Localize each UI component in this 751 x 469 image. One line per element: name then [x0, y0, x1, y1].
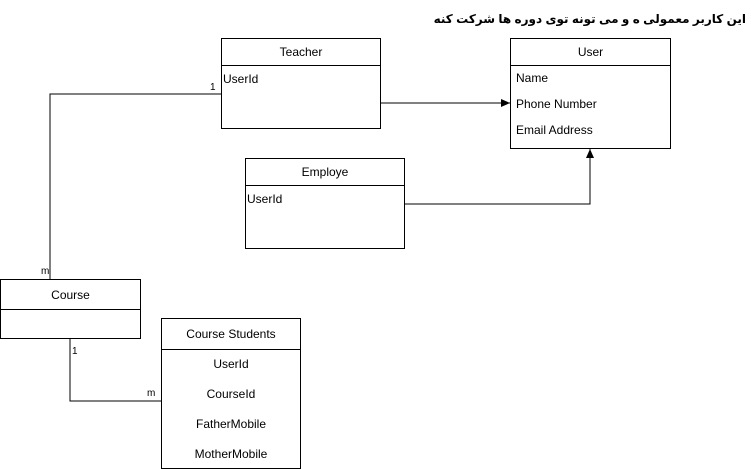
- teacher-course-relation-line: [49, 93, 221, 279]
- employe-title: Employe: [246, 159, 404, 186]
- course-students-title: Course Students: [162, 319, 300, 350]
- course-title: Course: [1, 280, 140, 310]
- course-students-entity[interactable]: Course Students UserId CourseId FatherMo…: [161, 318, 301, 469]
- user-field-name: Name: [516, 71, 549, 85]
- course-students-field-mothermobile: MotherMobile: [194, 447, 268, 461]
- course-students-relation-line: [69, 339, 161, 402]
- cardinality-course-end-1: 1: [72, 346, 78, 357]
- teacher-title: Teacher: [222, 39, 380, 66]
- teacher-entity[interactable]: Teacher UserId: [221, 38, 381, 129]
- course-students-field-fathermobile: FatherMobile: [195, 417, 267, 431]
- teacher-field-userid: UserId: [223, 72, 259, 86]
- user-entity[interactable]: User Name Phone Number Email Address: [510, 38, 671, 149]
- user-field-phone-number: Phone Number: [516, 97, 597, 111]
- employe-entity[interactable]: Employe UserId: [245, 158, 405, 249]
- user-note: این کاربر معمولی ه و می تونه توی دوره ها…: [433, 12, 746, 26]
- cardinality-students-end-m: m: [147, 388, 156, 399]
- course-students-field-userid: UserId: [213, 357, 249, 371]
- cardinality-course-end-m: m: [41, 266, 50, 277]
- employe-to-user-arrow: [405, 149, 594, 205]
- employe-field-userid: UserId: [247, 192, 283, 206]
- user-field-email-address: Email Address: [516, 123, 593, 137]
- cardinality-teacher-end: 1: [210, 82, 216, 93]
- course-students-field-courseid: CourseId: [206, 387, 256, 401]
- user-title: User: [511, 39, 670, 66]
- course-entity[interactable]: Course: [0, 279, 141, 339]
